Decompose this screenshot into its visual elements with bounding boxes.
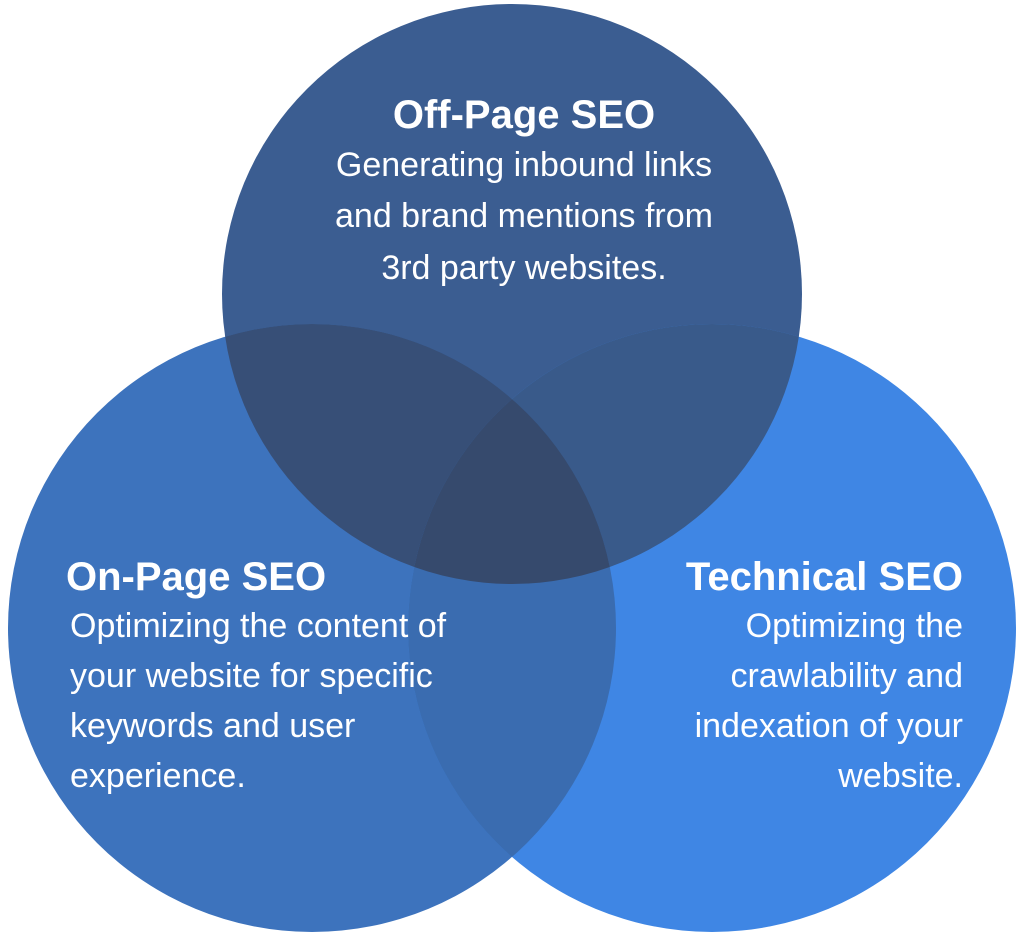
on-page-seo-desc-line-3: keywords and user xyxy=(70,707,355,745)
technical-seo-desc-line-2: crawlability and xyxy=(731,657,963,695)
overlap-center xyxy=(408,324,616,584)
off-page-seo-title: Off-Page SEO xyxy=(393,93,655,137)
on-page-seo-title: On-Page SEO xyxy=(66,555,326,599)
technical-seo-title: Technical SEO xyxy=(686,555,963,599)
off-page-seo-desc-line-2: and brand mentions from xyxy=(335,197,713,235)
technical-seo-desc-line-1: Optimizing the xyxy=(746,607,963,645)
technical-seo-desc-line-4: website. xyxy=(837,757,963,795)
technical-seo-desc-line-3: indexation of your xyxy=(695,707,963,745)
on-page-seo-text-block: On-Page SEO Optimizing the content of yo… xyxy=(66,555,447,795)
technical-seo-text-block: Technical SEO Optimizing the crawlabilit… xyxy=(686,555,963,795)
off-page-seo-text-block: Off-Page SEO Generating inbound links an… xyxy=(335,93,713,287)
on-page-seo-desc-line-1: Optimizing the content of xyxy=(70,607,447,645)
on-page-seo-desc-line-4: experience. xyxy=(70,757,246,795)
on-page-seo-desc-line-2: your website for specific xyxy=(70,657,433,695)
off-page-seo-desc-line-3: 3rd party websites. xyxy=(381,249,666,287)
off-page-seo-desc-line-1: Generating inbound links xyxy=(336,146,712,184)
